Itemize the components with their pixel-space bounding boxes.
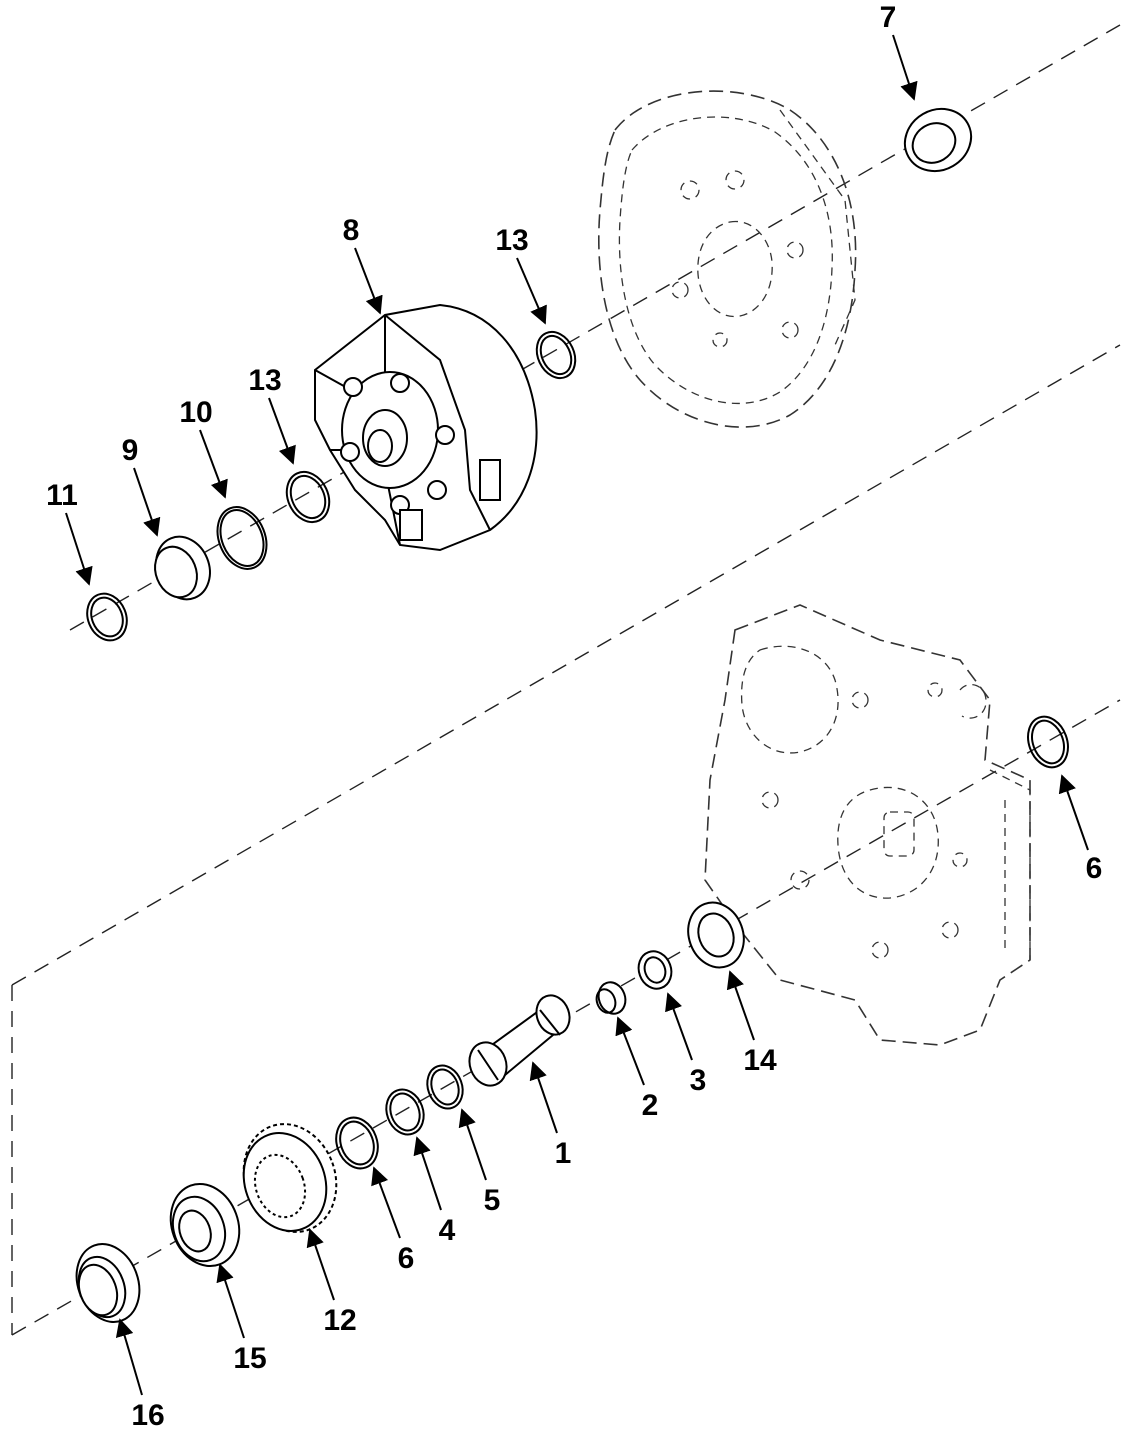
callout-4: 4 bbox=[413, 1136, 456, 1247]
part-o-ring bbox=[216, 506, 268, 570]
callout-label: 1 bbox=[555, 1137, 572, 1170]
callout-6-shaft: 6 bbox=[371, 1166, 415, 1275]
callout-label: 16 bbox=[131, 1399, 164, 1431]
callout-15: 15 bbox=[216, 1263, 267, 1375]
part-thrust-washer bbox=[687, 901, 745, 969]
part-shim bbox=[385, 1088, 425, 1136]
callout-1: 1 bbox=[529, 1061, 572, 1170]
callout-label: 4 bbox=[439, 1214, 456, 1247]
part-seal-upper bbox=[903, 107, 973, 173]
callout-13-lower: 13 bbox=[248, 364, 296, 465]
part-needle-bearing bbox=[637, 950, 673, 990]
part-gear bbox=[242, 1123, 338, 1233]
callout-label: 9 bbox=[122, 434, 139, 467]
callout-label: 12 bbox=[323, 1304, 356, 1337]
callout-8: 8 bbox=[343, 214, 383, 315]
callout-label: 11 bbox=[46, 479, 78, 512]
part-snap-ring-flange bbox=[285, 470, 331, 524]
part-flange-housing bbox=[314, 303, 538, 552]
part-seal-lower bbox=[75, 1243, 141, 1323]
part-spacer bbox=[595, 981, 627, 1015]
callout-label: 2 bbox=[642, 1089, 659, 1122]
callout-label: 6 bbox=[398, 1242, 415, 1275]
callout-6-housing: 6 bbox=[1058, 774, 1103, 885]
callout-12: 12 bbox=[306, 1228, 357, 1337]
part-snap-ring-upper bbox=[535, 330, 577, 380]
callout-7: 7 bbox=[880, 1, 918, 101]
callout-label: 7 bbox=[880, 1, 897, 34]
callout-16: 16 bbox=[115, 1318, 165, 1431]
part-snap-ring-gear bbox=[335, 1116, 379, 1170]
part-snap-ring-shaft bbox=[426, 1064, 464, 1110]
callout-13-upper: 13 bbox=[495, 224, 547, 325]
callout-2: 2 bbox=[615, 1016, 659, 1122]
callout-label: 8 bbox=[343, 214, 360, 247]
callout-label: 3 bbox=[690, 1064, 707, 1097]
callout-label: 6 bbox=[1086, 852, 1103, 885]
callout-label: 13 bbox=[248, 364, 281, 397]
phantom-gearbox-housing bbox=[704, 604, 1031, 1046]
callout-9: 9 bbox=[122, 434, 161, 537]
callout-label: 15 bbox=[233, 1342, 266, 1375]
callout-label: 13 bbox=[495, 224, 528, 257]
callout-11: 11 bbox=[46, 479, 93, 586]
part-input-shaft bbox=[468, 994, 571, 1087]
callout-3: 3 bbox=[665, 992, 707, 1097]
phantom-cover-housing bbox=[598, 90, 857, 428]
callout-label: 10 bbox=[179, 396, 212, 429]
callout-label: 5 bbox=[484, 1184, 501, 1217]
part-ball-bearing bbox=[169, 1182, 241, 1268]
callout-14: 14 bbox=[726, 970, 777, 1077]
part-bearing-cup bbox=[154, 535, 211, 601]
callout-5: 5 bbox=[458, 1108, 501, 1217]
part-retaining-ring bbox=[86, 592, 128, 642]
callout-label: 14 bbox=[743, 1044, 777, 1077]
callout-10: 10 bbox=[179, 396, 228, 499]
part-snap-ring-housing bbox=[1027, 715, 1069, 769]
